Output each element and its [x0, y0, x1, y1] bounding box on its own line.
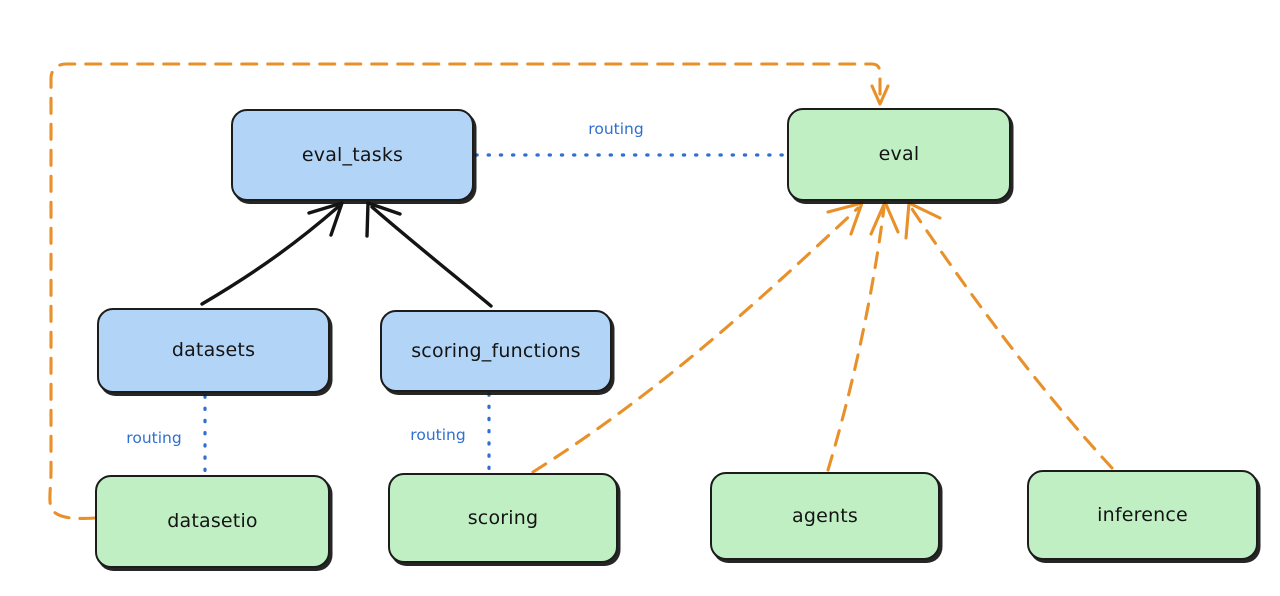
- edge-label-routing-datasets-datasetio: routing: [126, 429, 182, 447]
- edge-label-routing-eval-tasks-eval: routing: [588, 120, 644, 138]
- edge-scoring_functions-to-eval_tasks: [365, 201, 493, 308]
- node-label: scoring_functions: [411, 339, 581, 362]
- node-label: datasetio: [167, 510, 258, 533]
- node-label: eval: [878, 143, 920, 166]
- node-scoring-functions[interactable]: scoring_functions: [380, 310, 612, 392]
- edge-label-routing-scoring-functions-scoring: routing: [410, 426, 466, 444]
- node-inference[interactable]: inference: [1027, 470, 1258, 560]
- node-label: eval_tasks: [301, 143, 404, 166]
- edge-datasetio-to-eval: [48, 62, 890, 521]
- node-datasets[interactable]: datasets: [97, 308, 330, 393]
- node-eval[interactable]: eval: [787, 108, 1011, 201]
- edge-agents-to-eval: [826, 200, 900, 472]
- edge-inference-to-eval: [904, 201, 1114, 470]
- node-datasetio[interactable]: datasetio: [95, 475, 330, 568]
- node-label: scoring: [467, 506, 539, 529]
- node-label: inference: [1097, 503, 1188, 526]
- edge-scoring-to-eval: [531, 201, 864, 474]
- node-label: agents: [792, 504, 858, 527]
- node-label: datasets: [171, 339, 256, 362]
- node-scoring[interactable]: scoring: [388, 473, 618, 563]
- node-agents[interactable]: agents: [710, 472, 940, 560]
- node-eval-tasks[interactable]: eval_tasks: [231, 109, 474, 201]
- edge-datasets-to-eval_tasks: [200, 201, 344, 306]
